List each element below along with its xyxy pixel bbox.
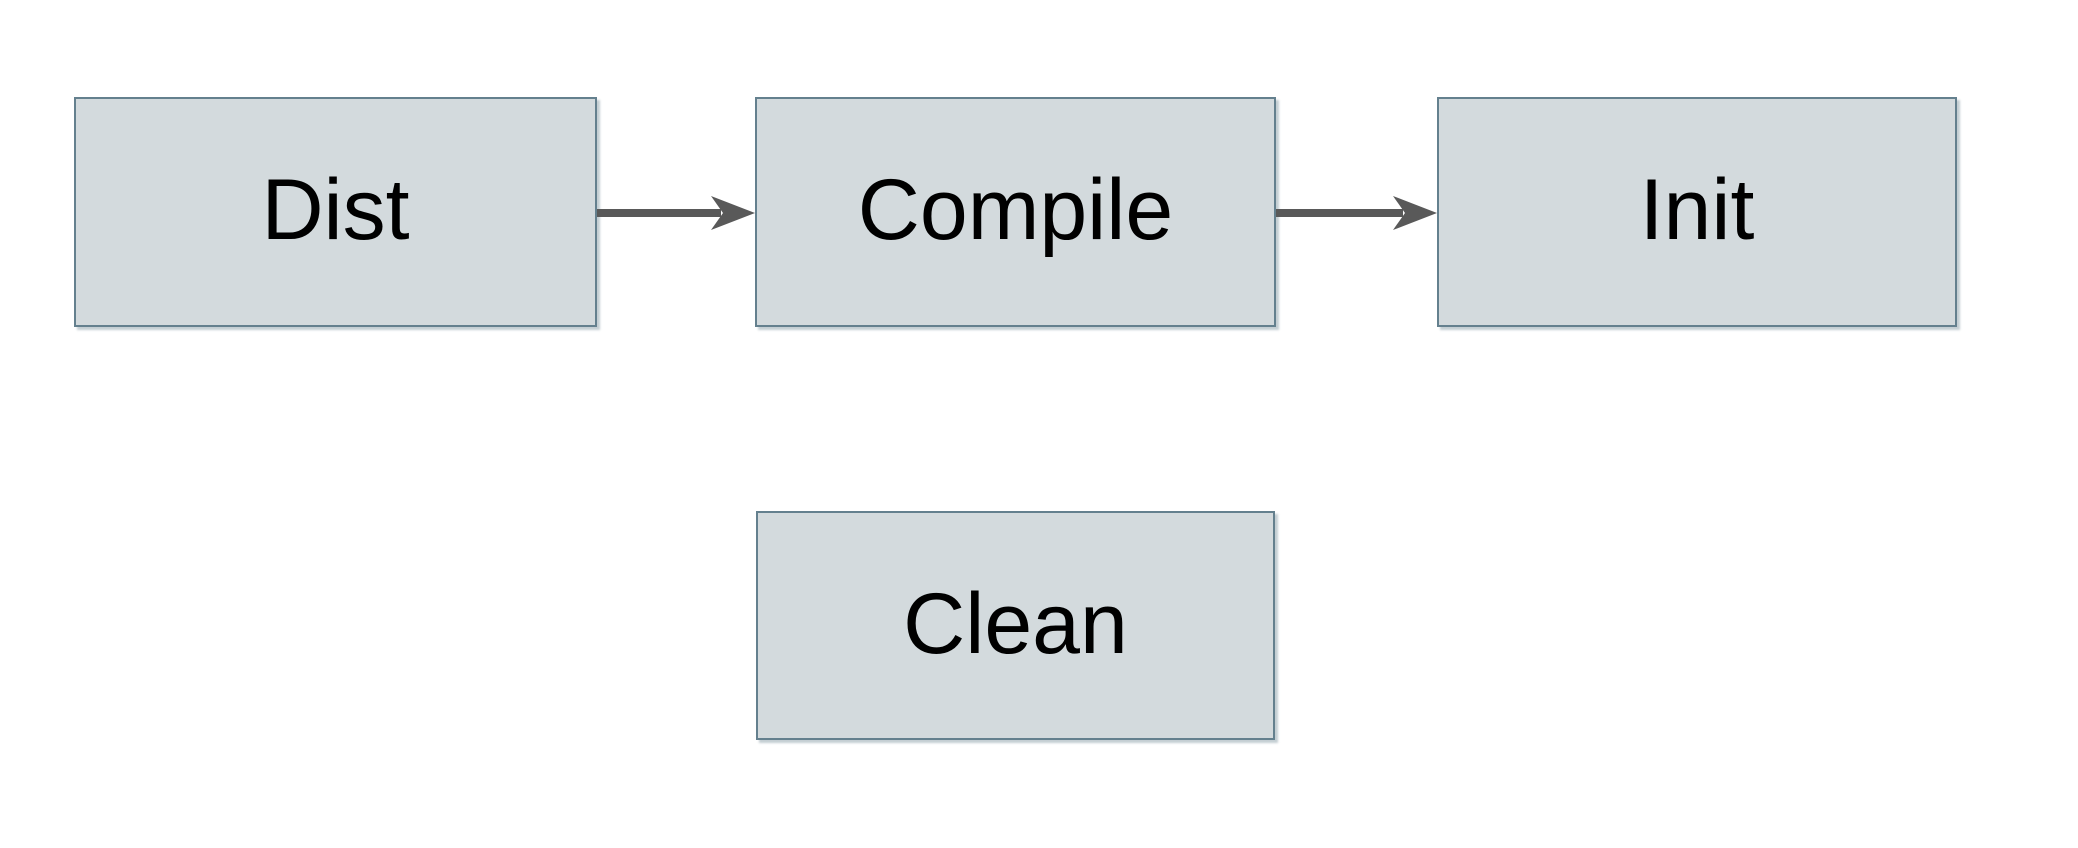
node-init: Init xyxy=(1437,97,1957,327)
node-clean: Clean xyxy=(756,511,1275,740)
node-init-label: Init xyxy=(1639,162,1755,258)
node-clean-label: Clean xyxy=(903,575,1128,672)
arrow-icon xyxy=(597,196,755,230)
arrow-icon xyxy=(1276,196,1437,230)
node-compile-label: Compile xyxy=(857,162,1174,258)
node-dist-label: Dist xyxy=(261,162,410,258)
arrow-dist-to-compile xyxy=(597,191,755,235)
arrow-compile-to-init xyxy=(1276,191,1437,235)
node-dist: Dist xyxy=(74,97,597,327)
node-compile: Compile xyxy=(755,97,1276,327)
